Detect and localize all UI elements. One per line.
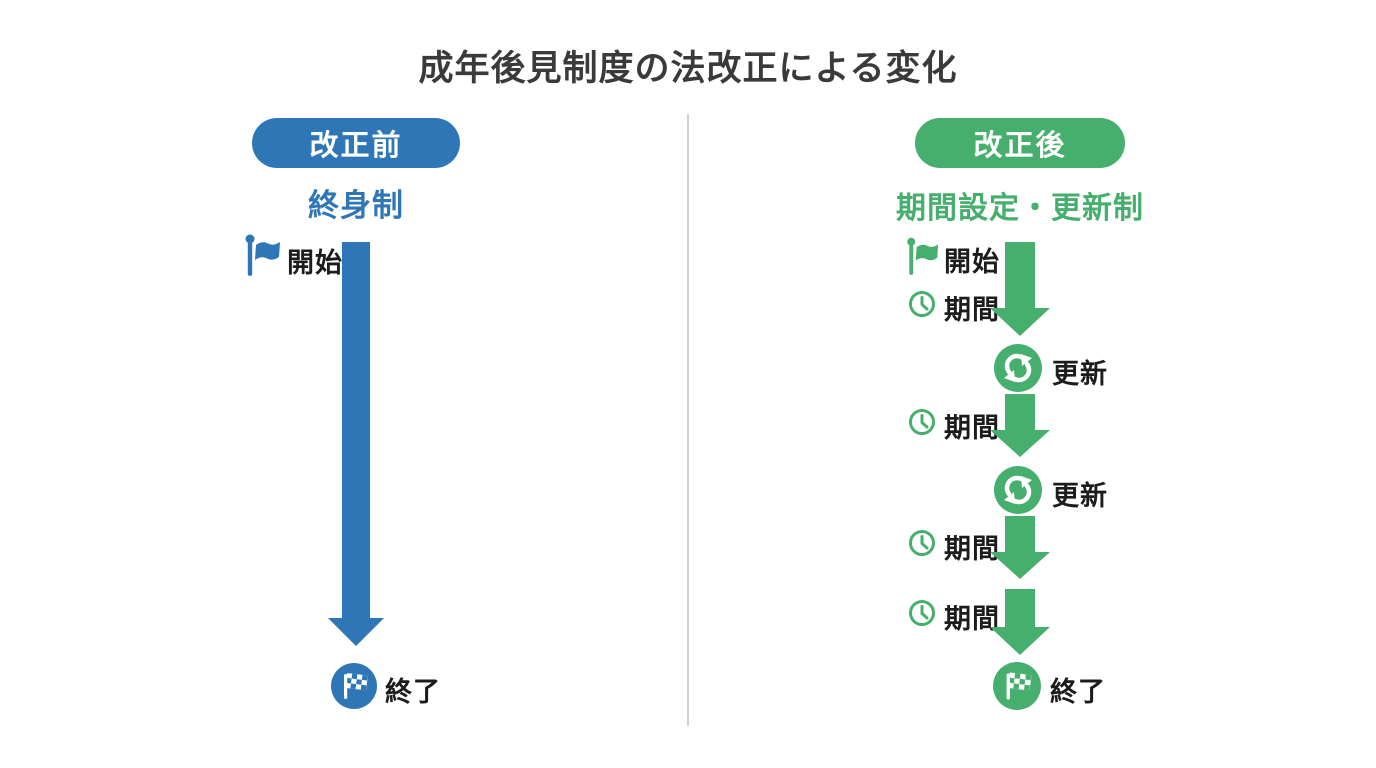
checkered-flag-icon bbox=[993, 662, 1041, 710]
refresh-icon bbox=[994, 344, 1042, 392]
flag-icon bbox=[243, 234, 281, 278]
before-subtitle: 終身制 bbox=[308, 188, 404, 224]
after-start-label: 開始 bbox=[944, 247, 1000, 278]
before-badge: 改正前 bbox=[252, 118, 460, 168]
down-arrow-icon bbox=[990, 242, 1050, 336]
before-end-label: 終了 bbox=[385, 677, 441, 708]
after-renew-label: 更新 bbox=[1052, 481, 1108, 512]
after-end-label: 終了 bbox=[1050, 677, 1106, 708]
after-badge: 改正後 bbox=[915, 118, 1125, 168]
after-period-label: 期間 bbox=[944, 534, 1000, 565]
down-arrow-icon bbox=[326, 242, 386, 646]
clock-icon bbox=[908, 529, 936, 557]
after-period-label: 期間 bbox=[944, 413, 1000, 444]
after-period-label: 期間 bbox=[944, 604, 1000, 635]
before-start-label: 開始 bbox=[287, 248, 343, 279]
after-subtitle: 期間設定・更新制 bbox=[896, 191, 1144, 226]
page-title: 成年後見制度の法改正による変化 bbox=[418, 49, 958, 89]
down-arrow-icon bbox=[990, 516, 1050, 579]
down-arrow-icon bbox=[990, 394, 1050, 457]
refresh-icon bbox=[994, 466, 1042, 514]
clock-icon bbox=[908, 290, 936, 318]
down-arrow-icon bbox=[990, 589, 1050, 655]
after-period-label: 期間 bbox=[944, 295, 1000, 326]
clock-icon bbox=[908, 408, 936, 436]
checkered-flag-icon bbox=[331, 663, 377, 709]
after-renew-label: 更新 bbox=[1052, 359, 1108, 390]
column-divider bbox=[687, 114, 689, 726]
flag-icon bbox=[905, 236, 939, 278]
clock-icon bbox=[908, 599, 936, 627]
